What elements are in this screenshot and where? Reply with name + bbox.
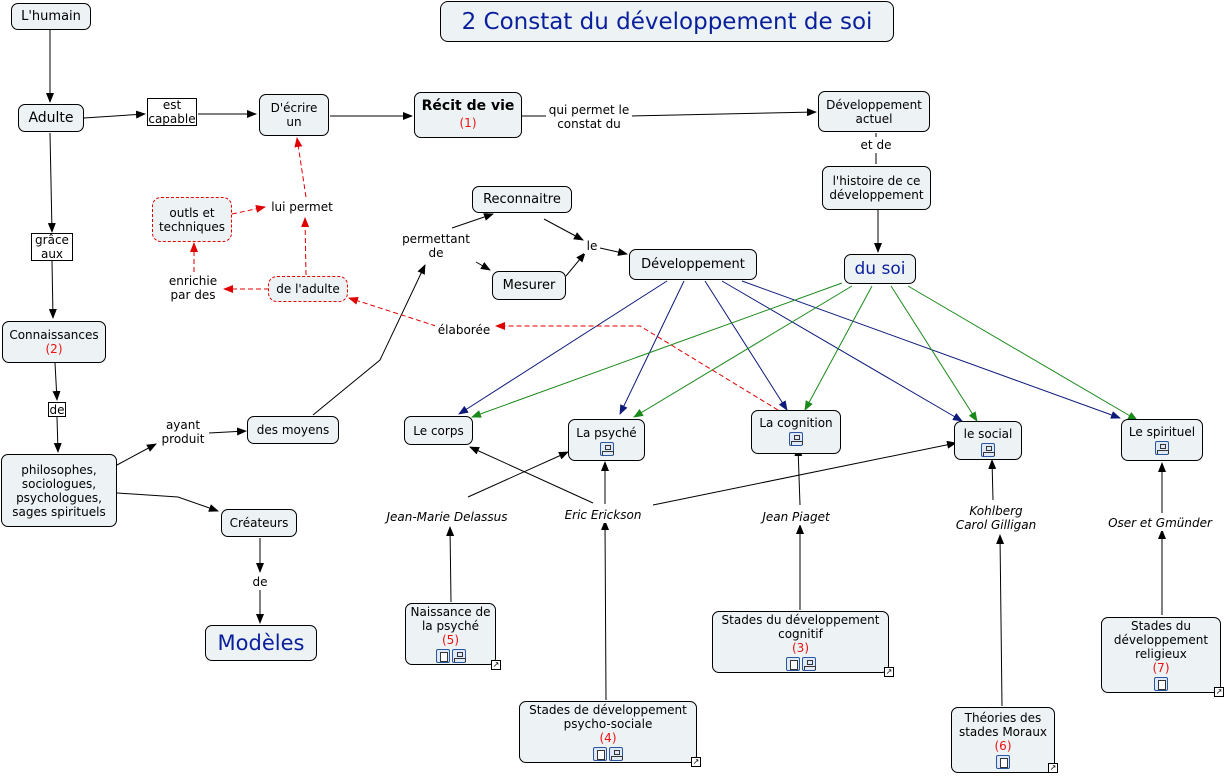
link-arrow-icon[interactable]: ↗ [691, 757, 701, 767]
document-icon[interactable] [785, 657, 800, 671]
node-theories[interactable]: Théories des stades Moraux (6) [951, 707, 1055, 773]
node-label: Naissance de la psyché [410, 605, 491, 633]
node-label: du soi [854, 259, 906, 279]
node-stades-cognitif[interactable]: Stades du développement cognitif (3) [712, 611, 889, 673]
node-label: Stades de développement psycho-sociale [529, 703, 687, 731]
node-number: (4) [599, 731, 617, 745]
page-title: 2 Constat du développement de soi [440, 1, 894, 42]
link-lui-permet: lui permet [268, 198, 336, 216]
link-arrow-icon[interactable]: ↗ [1214, 687, 1224, 697]
concept-map-icon[interactable] [801, 657, 816, 671]
concept-map-icon[interactable] [981, 443, 995, 457]
node-number: (3) [792, 641, 809, 655]
link-qui-permet: qui permet le constat du [546, 103, 632, 131]
node-social[interactable]: le social [954, 421, 1022, 460]
document-icon[interactable] [435, 649, 450, 663]
concept-map-icon[interactable] [451, 649, 466, 663]
node-du-soi[interactable]: du soi [844, 254, 916, 284]
concept-map-icon[interactable] [1155, 441, 1169, 455]
node-histoire[interactable]: l'histoire de ce développement [822, 166, 931, 210]
node-reconnaitre[interactable]: Reconnaitre [472, 186, 572, 213]
node-label: outls et techniques [158, 205, 226, 234]
node-label: Le spirituel [1128, 425, 1196, 439]
node-label: Adulte [28, 110, 74, 126]
node-label: Récit de vie [421, 98, 515, 114]
node-outils[interactable]: outls et techniques [152, 197, 232, 242]
link-ayant-produit: ayant produit [157, 417, 209, 447]
node-dev-actuel[interactable]: Développement actuel [818, 91, 930, 132]
node-label: D'écrire un [270, 101, 318, 129]
node-label: de l'adulte [276, 282, 340, 296]
node-adulte[interactable]: Adulte [18, 104, 84, 132]
author-kohlberg: Kohlberg Carol Gilligan [952, 502, 1040, 533]
link-est-capable: est capable [147, 98, 197, 126]
node-label: Connaissances [9, 328, 99, 342]
node-label: L'humain [21, 8, 81, 24]
document-icon[interactable] [593, 747, 607, 761]
node-label: Développement [641, 256, 745, 272]
link-de-1: de [48, 402, 66, 417]
node-developpement[interactable]: Développement [629, 249, 757, 280]
node-number: (2) [45, 342, 63, 356]
node-label: Stades du développement religieux [1113, 619, 1209, 661]
node-decrire[interactable]: D'écrire un [259, 94, 329, 136]
node-number: (5) [442, 633, 459, 647]
author-delassus: Jean-Marie Delassus [383, 508, 511, 525]
link-arrow-icon[interactable]: ↗ [884, 667, 894, 677]
link-et-de: et de [856, 137, 896, 153]
node-label: Stades du développement cognitif [721, 613, 880, 641]
node-label: Développement actuel [826, 97, 922, 126]
node-stades-religieux[interactable]: Stades du développement religieux (7) [1101, 617, 1221, 693]
concept-map-icon[interactable] [609, 747, 623, 761]
node-mesurer[interactable]: Mesurer [492, 271, 566, 300]
node-spirituel[interactable]: Le spirituel [1121, 419, 1203, 461]
node-label: La cognition [759, 416, 833, 430]
node-psyche[interactable]: La psyché [568, 419, 645, 461]
node-humain[interactable]: L'humain [11, 3, 91, 30]
node-philosophes[interactable]: philosophes, sociologues, psychologues, … [1, 454, 117, 527]
node-label: des moyens [256, 423, 330, 437]
node-naissance[interactable]: Naissance de la psyché (5) [405, 603, 496, 665]
author-piaget: Jean Piaget [758, 508, 834, 525]
node-number: (7) [1152, 661, 1170, 675]
node-createurs[interactable]: Créateurs [221, 509, 297, 537]
link-permettant-de: permettant de [398, 231, 474, 261]
node-corps[interactable]: Le corps [404, 416, 473, 445]
link-le: le [584, 238, 600, 254]
author-oser: Oser et Gmünder [1104, 514, 1216, 531]
node-recit[interactable]: Récit de vie (1) [414, 92, 522, 138]
document-icon[interactable] [996, 755, 1010, 769]
node-moyens[interactable]: des moyens [247, 416, 339, 444]
node-connaissances[interactable]: Connaissances (2) [2, 321, 106, 363]
concept-map-icon[interactable] [789, 432, 803, 446]
node-label: l'histoire de ce développement [829, 174, 924, 202]
link-de-2: de [249, 574, 271, 590]
node-label: La psyché [576, 426, 637, 440]
link-arrow-icon[interactable]: ↗ [1048, 763, 1058, 773]
link-enrichie: enrichie par des [164, 273, 222, 303]
node-label: le social [963, 427, 1013, 441]
link-grace-aux: grâce aux [31, 233, 73, 261]
node-label: Créateurs [229, 516, 289, 530]
node-label: Mesurer [502, 277, 556, 293]
link-arrow-icon[interactable]: ↗ [491, 660, 501, 670]
node-number: (6) [994, 739, 1012, 753]
node-stades-psycho[interactable]: Stades de développement psycho-sociale (… [519, 701, 697, 763]
title-text: 2 Constat du développement de soi [461, 8, 873, 35]
node-label: Modèles [217, 631, 305, 655]
node-label: philosophes, sociologues, psychologues, … [12, 462, 106, 519]
node-label: Le corps [413, 423, 464, 438]
node-label: Théories des stades Moraux [958, 711, 1048, 739]
node-modeles[interactable]: Modèles [205, 625, 317, 661]
document-icon[interactable] [1154, 677, 1168, 691]
node-label: Reconnaitre [483, 191, 561, 207]
node-de-adulte[interactable]: de l'adulte [268, 276, 348, 302]
node-number: (1) [459, 116, 477, 130]
author-erickson: Eric Erickson [561, 506, 645, 523]
concept-map-icon[interactable] [599, 442, 614, 456]
node-cognition[interactable]: La cognition [751, 410, 841, 454]
link-elaboree: élaborée [435, 321, 493, 338]
